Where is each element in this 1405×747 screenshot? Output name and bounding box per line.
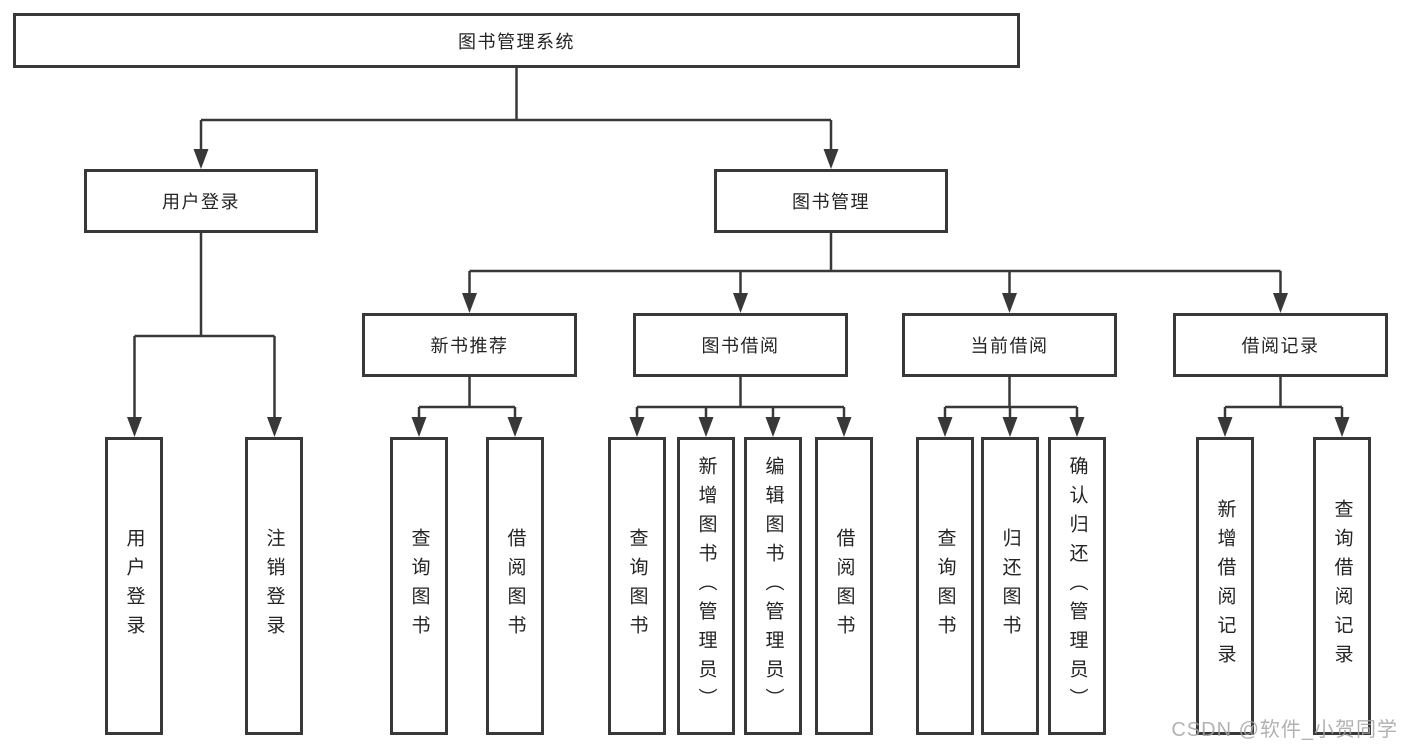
arrowhead: [733, 293, 748, 313]
connector-borrow-to-children: [635, 377, 846, 419]
arrowhead: [507, 417, 523, 437]
leaf-query-books-current: 查询图书: [916, 437, 974, 735]
leaf-user-login: 用户登录: [105, 437, 163, 735]
arrowhead: [823, 149, 839, 169]
arrowhead: [1334, 417, 1350, 437]
arrowhead: [193, 149, 209, 169]
arrowhead: [1217, 417, 1233, 437]
arrowhead: [267, 417, 282, 437]
leaf-query-borrow-record: 查询借阅记录: [1313, 437, 1371, 735]
connector-recommend-to-children: [417, 377, 517, 419]
leaf-logout: 注销登录: [245, 437, 303, 735]
connector-mgmt-to-groups: [468, 233, 1282, 295]
leaf-borrow-books: 借阅图书: [815, 437, 873, 735]
connector-root-to-level2: [199, 68, 833, 151]
connector-login-to-children: [133, 233, 276, 419]
node-current-borrow: 当前借阅: [902, 313, 1117, 377]
csdn-watermark: CSDN @软件_小贺同学: [1171, 719, 1398, 741]
leaf-return-book: 归还图书: [981, 437, 1039, 735]
leaf-add-book-admin: 新增图书（管理员）: [677, 437, 735, 735]
arrowhead: [411, 417, 427, 437]
arrowhead: [462, 293, 477, 313]
leaf-edit-book-admin: 编辑图书（管理员）: [744, 437, 802, 735]
leaf-query-books-borrow: 查询图书: [608, 437, 666, 735]
arrowhead: [836, 417, 852, 437]
arrowhead: [937, 417, 953, 437]
leaf-add-borrow-record: 新增借阅记录: [1196, 437, 1254, 735]
leaf-borrow-books-recommend: 借阅图书: [486, 437, 544, 735]
arrowhead: [127, 417, 142, 437]
arrowhead: [698, 417, 714, 437]
arrowhead: [1069, 417, 1085, 437]
arrowhead: [1273, 293, 1288, 313]
node-book-borrow: 图书借阅: [633, 313, 848, 377]
node-new-book-recommend: 新书推荐: [362, 313, 577, 377]
leaf-query-books-recommend: 查询图书: [390, 437, 448, 735]
node-borrow-records: 借阅记录: [1173, 313, 1388, 377]
node-root: 图书管理系统: [13, 13, 1020, 68]
arrowhead: [765, 417, 781, 437]
connector-current-to-children: [943, 377, 1079, 419]
arrowhead: [629, 417, 645, 437]
node-user-login-branch: 用户登录: [84, 169, 318, 233]
arrowhead: [1002, 417, 1018, 437]
connector-records-to-children: [1223, 377, 1344, 419]
node-book-mgmt-branch: 图书管理: [714, 169, 948, 233]
leaf-confirm-return-admin: 确认归还（管理员）: [1048, 437, 1106, 735]
arrowhead: [1002, 293, 1017, 313]
